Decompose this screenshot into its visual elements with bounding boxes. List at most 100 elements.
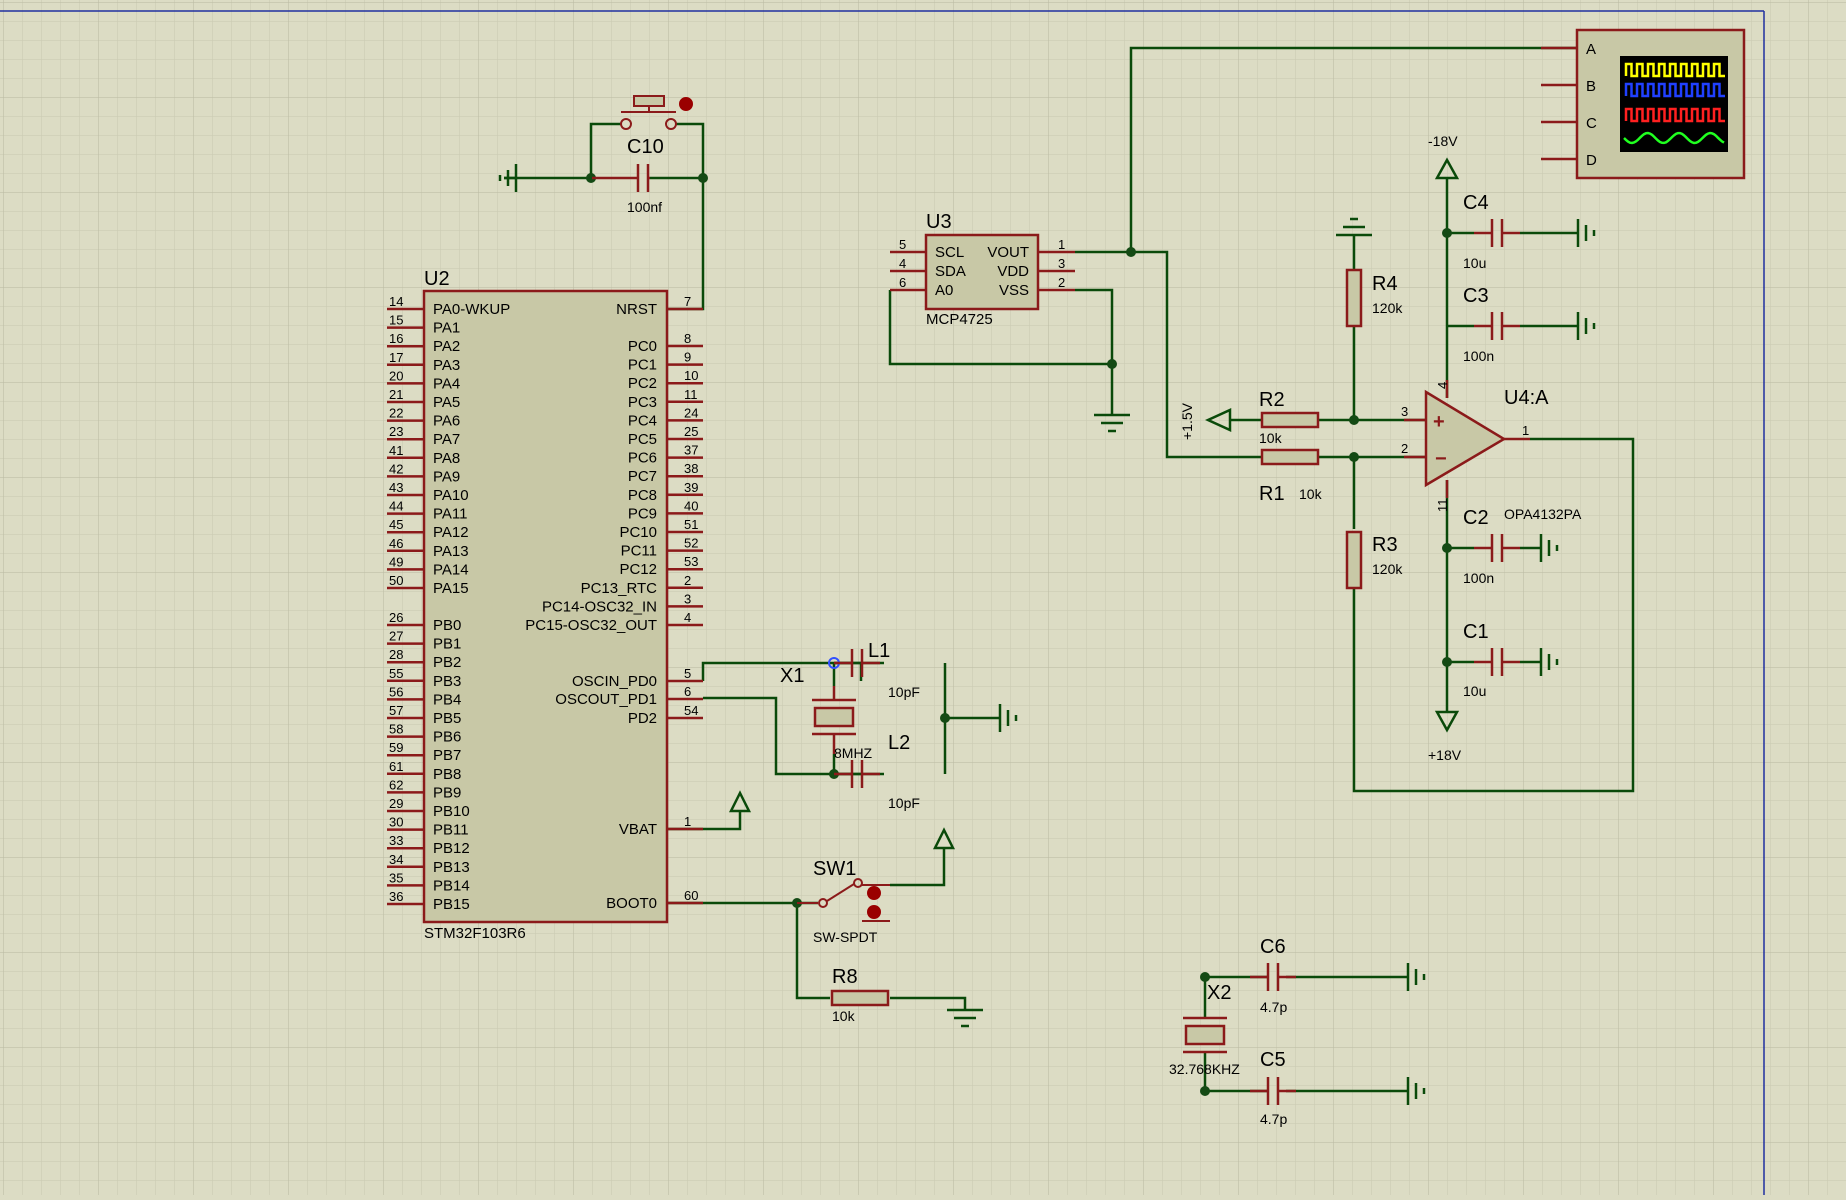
u2-pin-name: PA8	[433, 450, 460, 467]
u2-pin-name: PC14-OSC32_IN	[542, 598, 657, 615]
r8-resistor[interactable]: R8 10k	[830, 966, 890, 1024]
u2-pin-number: 57	[389, 703, 403, 718]
u2-pin-number: 42	[389, 461, 403, 476]
u2-pin-name: PD2	[628, 710, 657, 727]
u4-part: OPA4132PA	[1504, 506, 1582, 522]
u2-pin-name: PA14	[433, 561, 469, 578]
x1-value: 8MHZ	[834, 745, 873, 761]
vbat-arrow	[728, 790, 752, 813]
c2-value: 100n	[1463, 570, 1494, 586]
c2-ref: C2	[1463, 507, 1489, 529]
ground-symbol	[1406, 1077, 1426, 1105]
scope-trace	[1624, 62, 1725, 78]
u2-pin-name: PC12	[619, 561, 657, 578]
u2-pin-name: PA6	[433, 413, 460, 430]
u2-pin-name: PA0-WKUP	[433, 301, 510, 318]
scope-channel-label: A	[1586, 41, 1596, 58]
l2-value: 10pF	[888, 795, 920, 811]
u2-pin-name: PA12	[433, 524, 469, 541]
r3-ref: R3	[1372, 534, 1398, 556]
x2-ref: X2	[1207, 982, 1231, 1004]
c3-ref: C3	[1463, 285, 1489, 307]
u2-pin-number: 39	[684, 480, 698, 495]
u2-pin-name: PB14	[433, 877, 470, 894]
u2-pin-name: BOOT0	[606, 895, 657, 912]
ground-symbol	[947, 1008, 983, 1028]
u2-pin-name: PC4	[628, 412, 657, 429]
u3-part: MCP4725	[926, 311, 993, 328]
l2-capacitor[interactable]	[834, 760, 880, 788]
u3-pin-number: 2	[1058, 275, 1065, 290]
x2-crystal[interactable]	[1183, 1016, 1227, 1054]
c1-capacitor[interactable]	[1474, 648, 1520, 676]
u4-pin-minus: 2	[1401, 441, 1408, 456]
u2-body[interactable]	[422, 289, 669, 924]
u2-pin-number: 36	[389, 889, 403, 904]
u2-pin-number: 54	[684, 703, 698, 718]
c3-capacitor[interactable]	[1474, 312, 1520, 340]
u4-body[interactable]	[1424, 389, 1507, 488]
c6-capacitor[interactable]	[1250, 963, 1296, 991]
c5-ref: C5	[1260, 1049, 1286, 1071]
c5-capacitor[interactable]	[1250, 1077, 1296, 1105]
u2-pin-number: 49	[389, 554, 403, 569]
capacitors	[834, 219, 1520, 1105]
u2-pin-name: PB13	[433, 859, 470, 876]
u2-pin-name: PB12	[433, 840, 470, 857]
x1-crystal[interactable]	[812, 686, 856, 754]
l1-capacitor[interactable]	[834, 649, 880, 677]
neg18-label: -18V	[1428, 133, 1458, 149]
u4-opamp[interactable]: + − U4:A OPA4132PA 3 2 1 4 11	[1401, 380, 1582, 522]
u2-pin-name: PB0	[433, 617, 461, 634]
ground-symbol	[1539, 534, 1559, 562]
u2-pin-number: 17	[389, 350, 403, 365]
sw1-switch[interactable]	[797, 878, 890, 922]
c2-capacitor[interactable]	[1474, 534, 1520, 562]
c10-ref: C10	[627, 136, 664, 158]
l1-ref: L1	[868, 640, 890, 662]
r4-resistor[interactable]: R4 120k	[1345, 268, 1403, 328]
u3-pin-number: 5	[899, 237, 906, 252]
u2-pin-name: PB8	[433, 766, 461, 783]
u2-pin-number: 29	[389, 796, 403, 811]
c4-capacitor[interactable]	[1474, 219, 1520, 247]
r3-value: 120k	[1372, 561, 1403, 577]
u2-pin-number: 41	[389, 443, 403, 458]
r2-resistor[interactable]: R2 10k	[1259, 389, 1320, 446]
c10-capacitor[interactable]: C10 100nf	[592, 136, 664, 215]
u3-ref: U3	[926, 211, 952, 233]
u2-pin-name: PC9	[628, 505, 657, 522]
u3-pin-name: VSS	[999, 282, 1029, 299]
u2-pin-name: PC0	[628, 338, 657, 355]
u2-pin-name: PC2	[628, 375, 657, 392]
u2-pin-number: 24	[684, 405, 698, 420]
u2-pin-name: OSCIN_PD0	[572, 673, 657, 690]
u4-plus-sign: +	[1433, 411, 1445, 433]
u2-pin-number: 28	[389, 647, 403, 662]
r4-ref: R4	[1372, 273, 1398, 295]
u2-pin-number: 61	[389, 759, 403, 774]
u2-pin-name: PA5	[433, 394, 460, 411]
c5-value: 4.7p	[1260, 1111, 1287, 1127]
u2-pin-number: 37	[684, 443, 698, 458]
u2-pin-number: 59	[389, 740, 403, 755]
u2-pin-name: PA2	[433, 338, 460, 355]
u3-pin-name: SDA	[935, 263, 966, 280]
r3-resistor[interactable]: R3 120k	[1345, 530, 1403, 590]
scope-channel-label: C	[1586, 115, 1597, 132]
c6-ref: C6	[1260, 936, 1286, 958]
reset-pushbutton[interactable]	[620, 95, 693, 130]
r1-resistor[interactable]: R1 10k	[1259, 448, 1323, 505]
ground-symbols	[947, 217, 1596, 1105]
u2-pin-number: 1	[684, 814, 691, 829]
u2-part: STM32F103R6	[424, 925, 526, 942]
c10-value: 100nf	[627, 199, 662, 215]
u2-pin-number: 51	[684, 517, 698, 532]
